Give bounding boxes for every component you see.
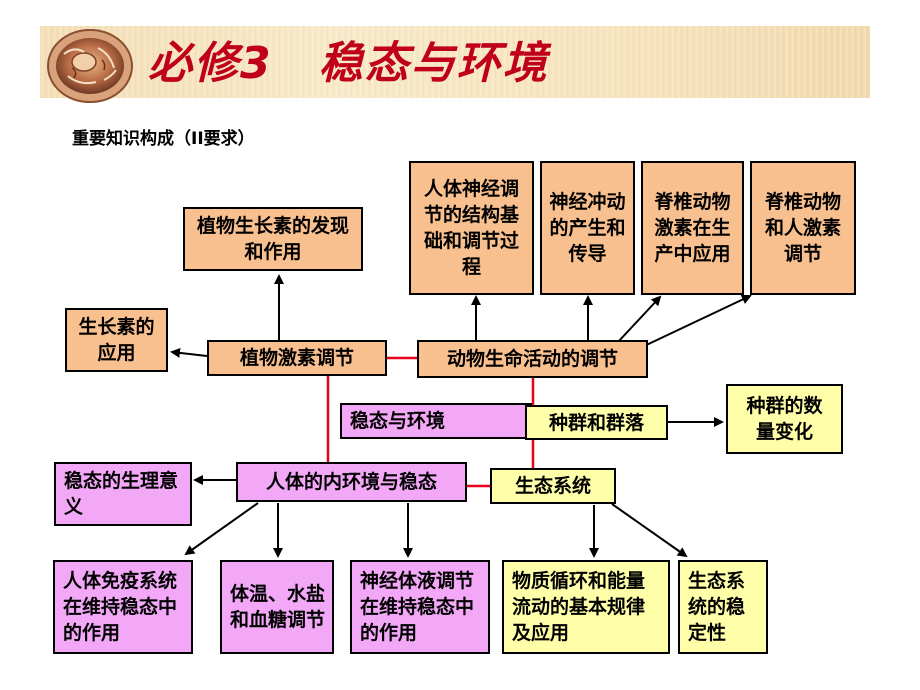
page-subtitle: 重要知识构成（II要求）: [72, 129, 255, 149]
node-label: 稳态的生理意义: [64, 470, 179, 518]
node-label: 脊椎动物激素在生产中应用: [654, 191, 731, 265]
node-homeostasis-environment: 稳态与环境: [340, 403, 532, 439]
node-homeostasis-meaning: 稳态的生理意义: [54, 462, 192, 526]
node-label: 人体神经调节的结构基础和调节过程: [423, 178, 519, 278]
node-neuro-humoral: 神经体液调节在维持稳态中的作用: [350, 560, 490, 654]
node-label: 动物生命活动的调节: [446, 348, 618, 370]
node-label: 稳态与环境: [350, 410, 446, 432]
node-label: 种群和群落: [548, 411, 644, 434]
node-population-community: 种群和群落: [525, 405, 668, 440]
node-animal-life-regulation: 动物生命活动的调节: [417, 340, 648, 378]
node-label: 植物激素调节: [239, 347, 354, 369]
node-label: 人体免疫系统在维持稳态中的作用: [63, 570, 178, 644]
node-plant-hormone-regulation: 植物激素调节: [207, 340, 387, 376]
node-nerve-impulse: 神经冲动的产生和传导: [540, 161, 635, 295]
node-vertebrate-human-hormone: 脊椎动物和人激素调节: [750, 161, 856, 295]
node-plant-growth-discovery: 植物生长素的发现和作用: [183, 207, 363, 271]
node-label: 生长素的应用: [78, 316, 155, 364]
node-label: 生态系统的稳定性: [688, 570, 746, 644]
node-label: 种群的数量变化: [746, 395, 823, 443]
node-label: 人体的内环境与稳态: [265, 471, 437, 493]
node-vertebrate-hormone-production: 脊椎动物激素在生产中应用: [641, 161, 744, 295]
node-label: 物质循环和能量流动的基本规律及应用: [512, 570, 646, 644]
node-label: 神经体液调节在维持稳态中的作用: [360, 570, 475, 644]
node-label: 体温、水盐和血糖调节: [230, 583, 326, 631]
node-matter-energy: 物质循环和能量流动的基本规律及应用: [502, 560, 670, 654]
node-label: 植物生长素的发现和作用: [196, 215, 349, 263]
arrow-to-immune-role: [184, 502, 259, 556]
arrow-to-auxin-application: [170, 347, 208, 358]
node-temperature-salt-sugar: 体温、水盐和血糖调节: [220, 560, 334, 654]
page-title: 必修3 稳态与环境: [148, 38, 549, 89]
title-banner: [40, 26, 870, 98]
node-ecosystem: 生态系统: [490, 468, 616, 504]
node-immune-role: 人体免疫系统在维持稳态中的作用: [53, 560, 193, 654]
node-label: 脊椎动物和人激素调节: [764, 191, 841, 265]
node-label: 生态系统: [514, 475, 591, 497]
node-internal-environment: 人体的内环境与稳态: [236, 462, 467, 502]
node-nerve-structure: 人体神经调节的结构基础和调节过程: [409, 161, 534, 295]
node-ecosystem-stability: 生态系统的稳定性: [678, 560, 768, 654]
banner-texture: [40, 26, 870, 98]
node-population-change: 种群的数量变化: [726, 384, 843, 454]
cell-icon: [47, 29, 133, 103]
node-auxin-application: 生长素的应用: [65, 308, 168, 372]
arrow-to-ecosystem-stability: [611, 503, 688, 558]
arrow-to-vertebrate-human: [639, 294, 752, 349]
node-label: 神经冲动的产生和传导: [549, 191, 626, 265]
arrow-to-vertebrate-production: [617, 295, 662, 343]
